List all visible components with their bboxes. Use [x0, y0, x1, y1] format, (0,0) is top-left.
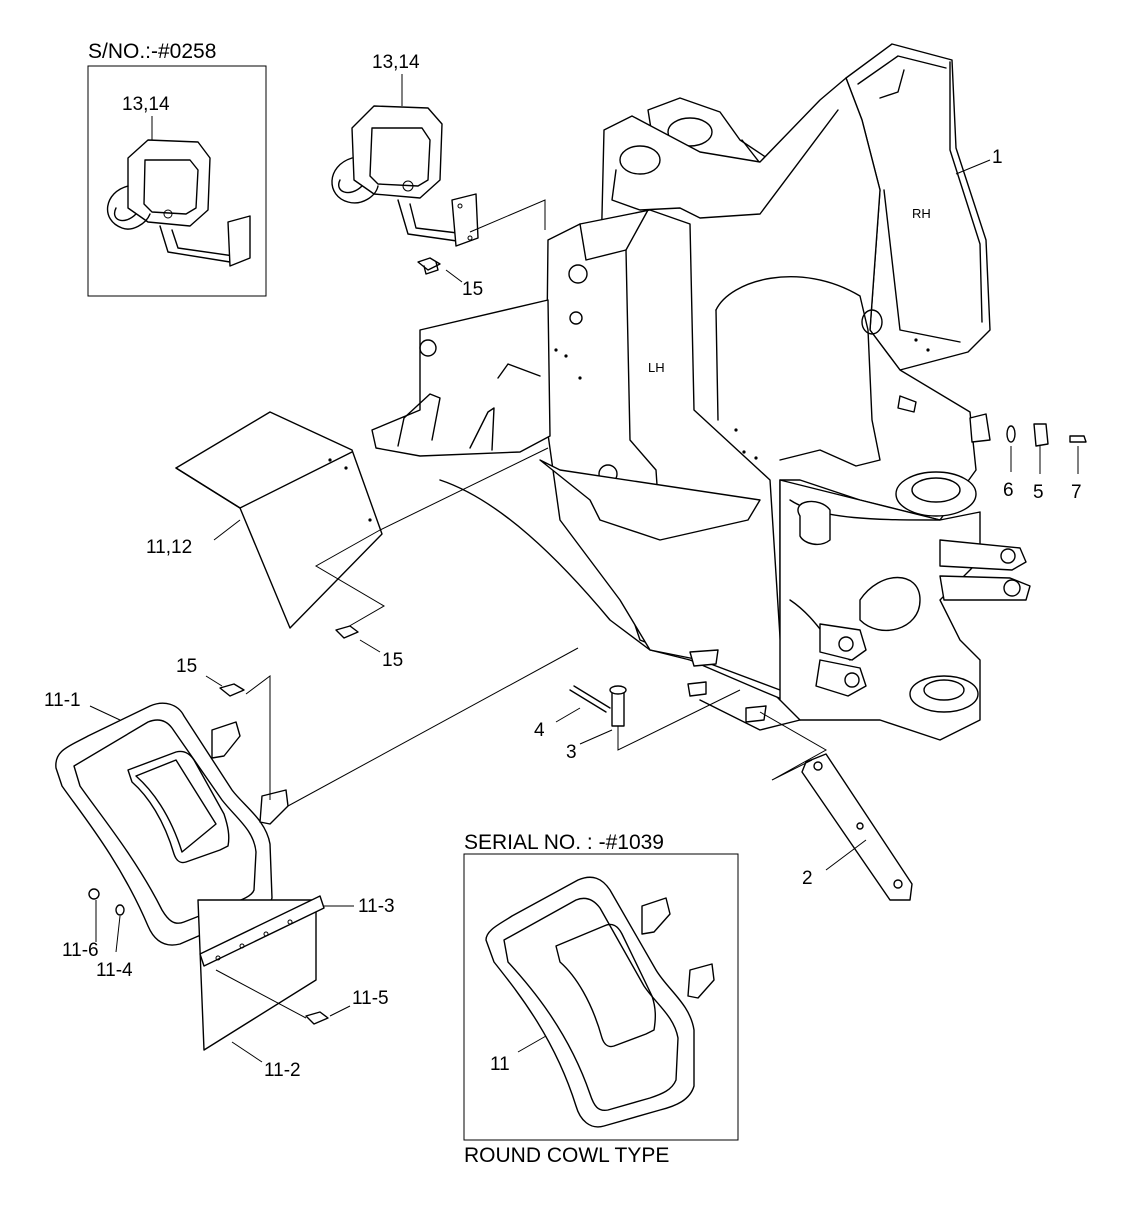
- main-frame-part-1: RH LH 1: [371, 43, 1031, 741]
- callout-11-6: 11-6: [62, 940, 99, 961]
- callout-11-5: 11-5: [352, 988, 389, 1009]
- callout-11-3: 11-3: [358, 896, 395, 917]
- mud-flap-11-2: [197, 899, 317, 1051]
- inset-round-cowl-caption-bottom: ROUND COWL TYPE: [464, 1144, 669, 1167]
- collar-icon: [1033, 423, 1049, 447]
- bolt-icon: [219, 683, 245, 697]
- inset-early-serial-frame: [87, 65, 267, 297]
- inset-round-cowl: SERIAL NO. : -#1039 ROUND COWL TYPE 11: [463, 831, 739, 1167]
- nut-icon: [88, 888, 100, 900]
- callout-15-low: 15: [176, 656, 197, 677]
- fender-11-1: 11-1 15: [44, 647, 579, 946]
- inset-early-serial: S/NO.:-#0258 13,14: [87, 40, 267, 297]
- step-bracket-icon-inset: [106, 139, 251, 267]
- callout-11-1: 11-1: [44, 690, 81, 711]
- callout-15-mid: 15: [382, 650, 403, 671]
- bolt-icon: [305, 1011, 329, 1025]
- callout-1: 1: [992, 147, 1003, 168]
- inset-round-cowl-caption-top: SERIAL NO. : -#1039: [464, 831, 664, 854]
- lh-mark: LH: [648, 360, 665, 375]
- link-bar-part-2: 2: [759, 711, 913, 901]
- callout-11-2: 11-2: [264, 1060, 301, 1081]
- callout-11-12: 11,12: [146, 537, 192, 558]
- callout-7: 7: [1071, 482, 1082, 503]
- pin-icon: [611, 689, 625, 727]
- inset-early-serial-caption: S/NO.:-#0258: [88, 40, 216, 63]
- bolt-icon: [1069, 435, 1087, 443]
- step-13-14: 13,14 15: [331, 52, 546, 300]
- inset-early-serial-part-label: 13,14: [122, 94, 170, 115]
- callout-11: 11: [490, 1054, 510, 1075]
- callout-5: 5: [1033, 482, 1044, 503]
- pin-parts-3-4: 4 3: [534, 685, 741, 763]
- mud-flap-assembly: 11-3 11-5 11-2 11-6 11-4: [62, 888, 395, 1081]
- callout-3: 3: [566, 742, 577, 763]
- cover-plate-11-12: 11,12 15: [146, 411, 549, 671]
- callout-6: 6: [1003, 480, 1014, 501]
- inset-round-cowl-frame: [463, 853, 739, 1141]
- callout-2: 2: [802, 868, 813, 889]
- washer-icon: [115, 904, 125, 916]
- washer-icon: [1006, 425, 1016, 443]
- callout-11-4: 11-4: [96, 960, 133, 981]
- split-pin-icon: [569, 689, 607, 713]
- callout-4: 4: [534, 720, 545, 741]
- bolt-icon: [335, 625, 359, 639]
- flap-bracket-11-3: [199, 895, 325, 967]
- rh-mark: RH: [912, 206, 931, 221]
- callout-15-top: 15: [462, 279, 483, 300]
- callout-13-14: 13,14: [372, 52, 420, 73]
- pin-hardware: 6 5 7: [1003, 423, 1087, 503]
